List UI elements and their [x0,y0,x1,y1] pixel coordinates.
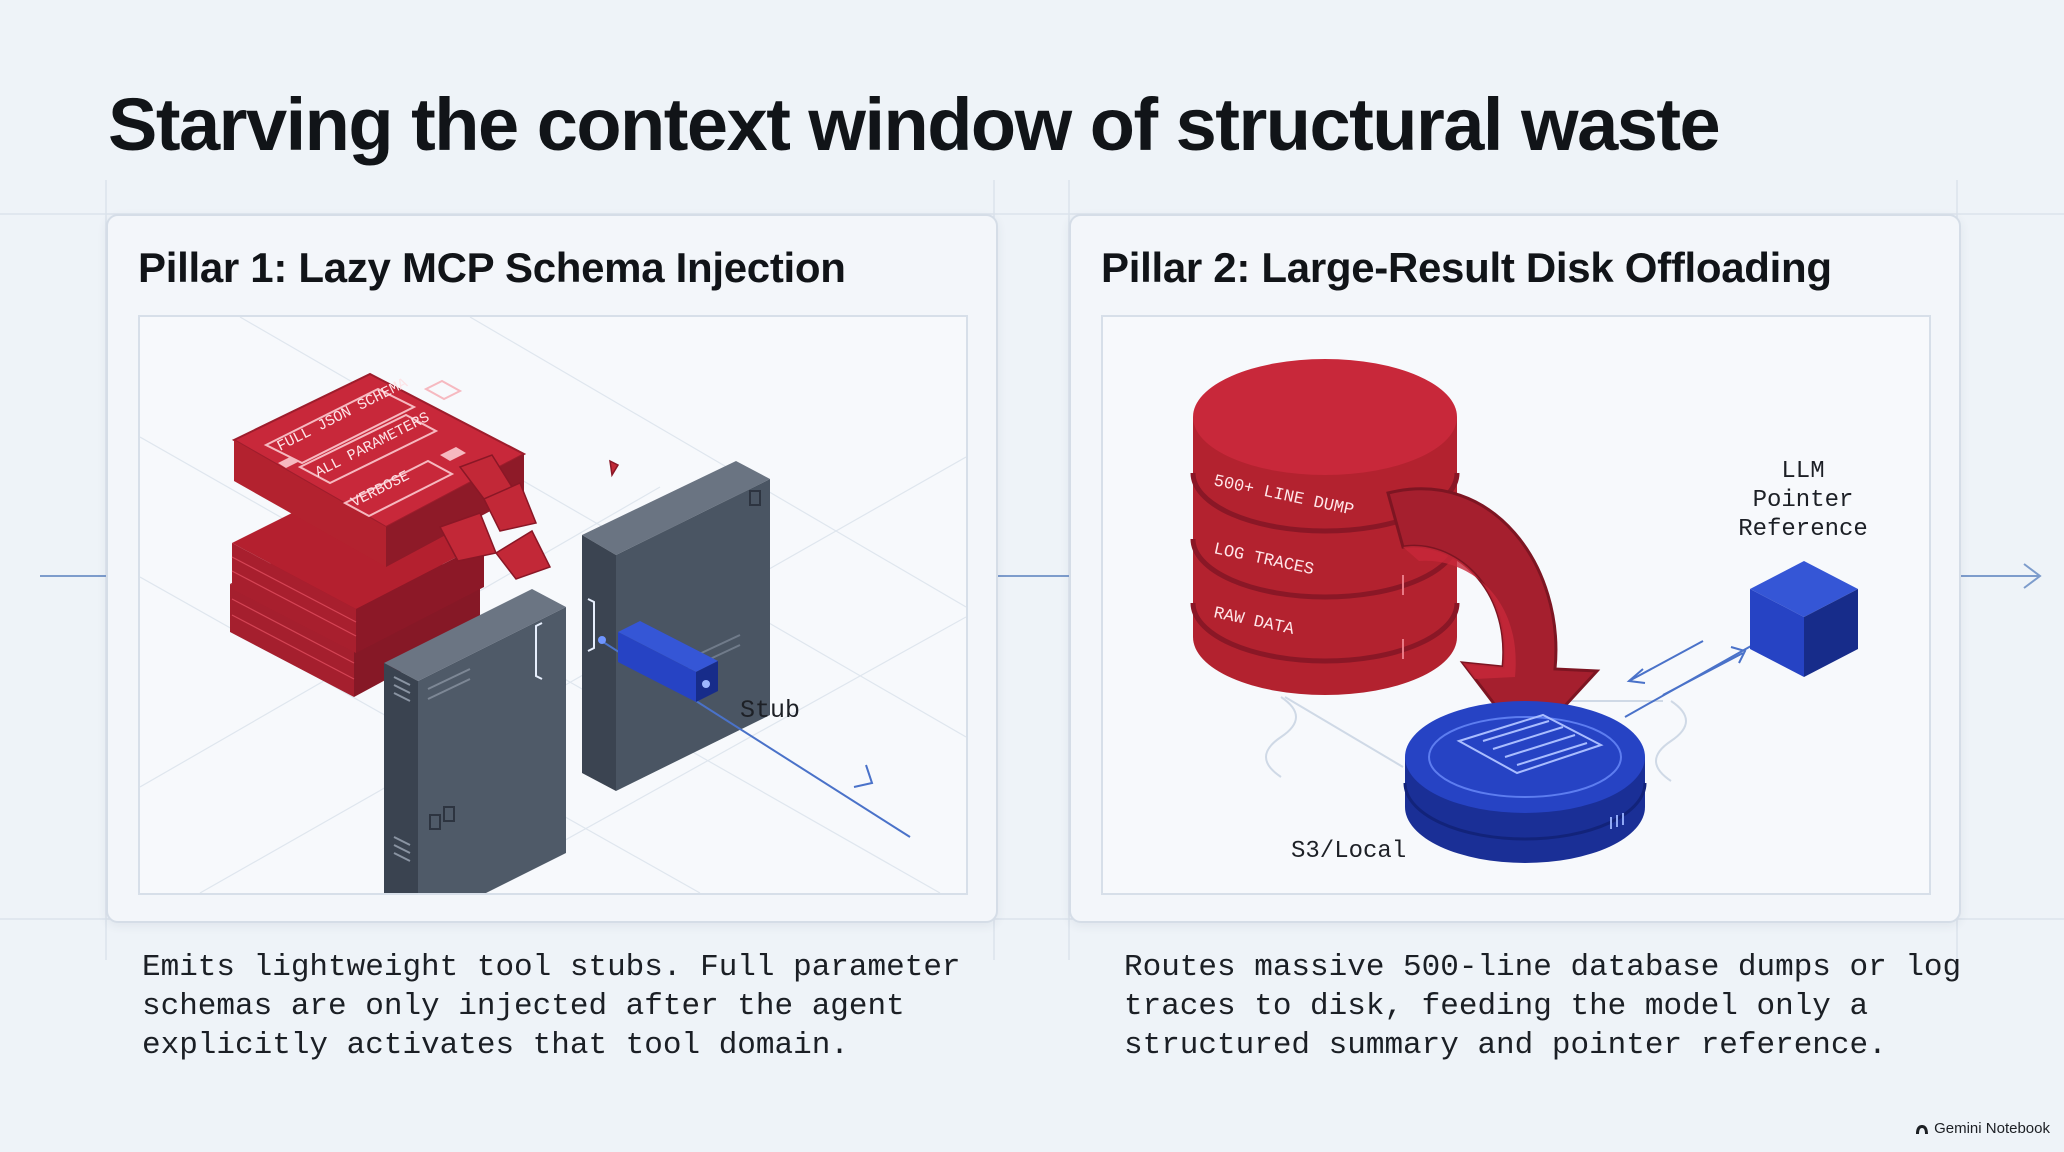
pointer-label-line-2: Pointer [1753,487,1854,514]
pillar-2-title: Pillar 2: Large-Result Disk Offloading [1101,244,1832,291]
brand-watermark: Gemini Notebook [1915,1120,2050,1137]
lazy-schema-illustration: FULL JSON SCHEMA ALL PARAMETERS VERBOSE [140,317,966,893]
pointer-connection [1624,632,1772,718]
gemini-logo-icon [1916,1124,1929,1134]
brand-label: Gemini Notebook [1934,1120,2050,1137]
page-title: Starving the context window of structura… [108,83,1721,166]
gate-right-panel [582,461,770,791]
offload-arrow [1386,487,1601,750]
pillar-1-panel: Pillar 1: Lazy MCP Schema Injection [106,214,998,923]
gate-left-panel [384,589,595,893]
arrow-right-icon [2023,563,2042,589]
storage-disk [1403,701,1647,863]
pillar-2-illustration-frame: 500+ LINE DUMP LOG TRACES RAW DATA [1101,315,1931,895]
pointer-label-line-3: Reference [1738,516,1868,543]
storage-label: S3/Local [1291,838,1406,865]
pillar-2-description: Routes massive 500-line database dumps o… [1124,950,1962,1063]
database-cylinder: 500+ LINE DUMP LOG TRACES RAW DATA [1190,359,1460,695]
schema-document-stack: FULL JSON SCHEMA ALL PARAMETERS VERBOSE [230,372,620,697]
stub-label: Stub [740,696,800,725]
pointer-cube [1750,561,1858,677]
pillar-1-illustration-frame: FULL JSON SCHEMA ALL PARAMETERS VERBOSE [138,315,968,895]
pointer-label-line-1: LLM [1781,458,1824,485]
pillar-1-title: Pillar 1: Lazy MCP Schema Injection [138,244,846,291]
pillar-1-description: Emits lightweight tool stubs. Full param… [142,950,961,1063]
pillar-2-panel: Pillar 2: Large-Result Disk Offloading [1069,214,1961,923]
stub-connector [598,621,911,838]
disk-offload-illustration: 500+ LINE DUMP LOG TRACES RAW DATA [1190,359,1868,865]
